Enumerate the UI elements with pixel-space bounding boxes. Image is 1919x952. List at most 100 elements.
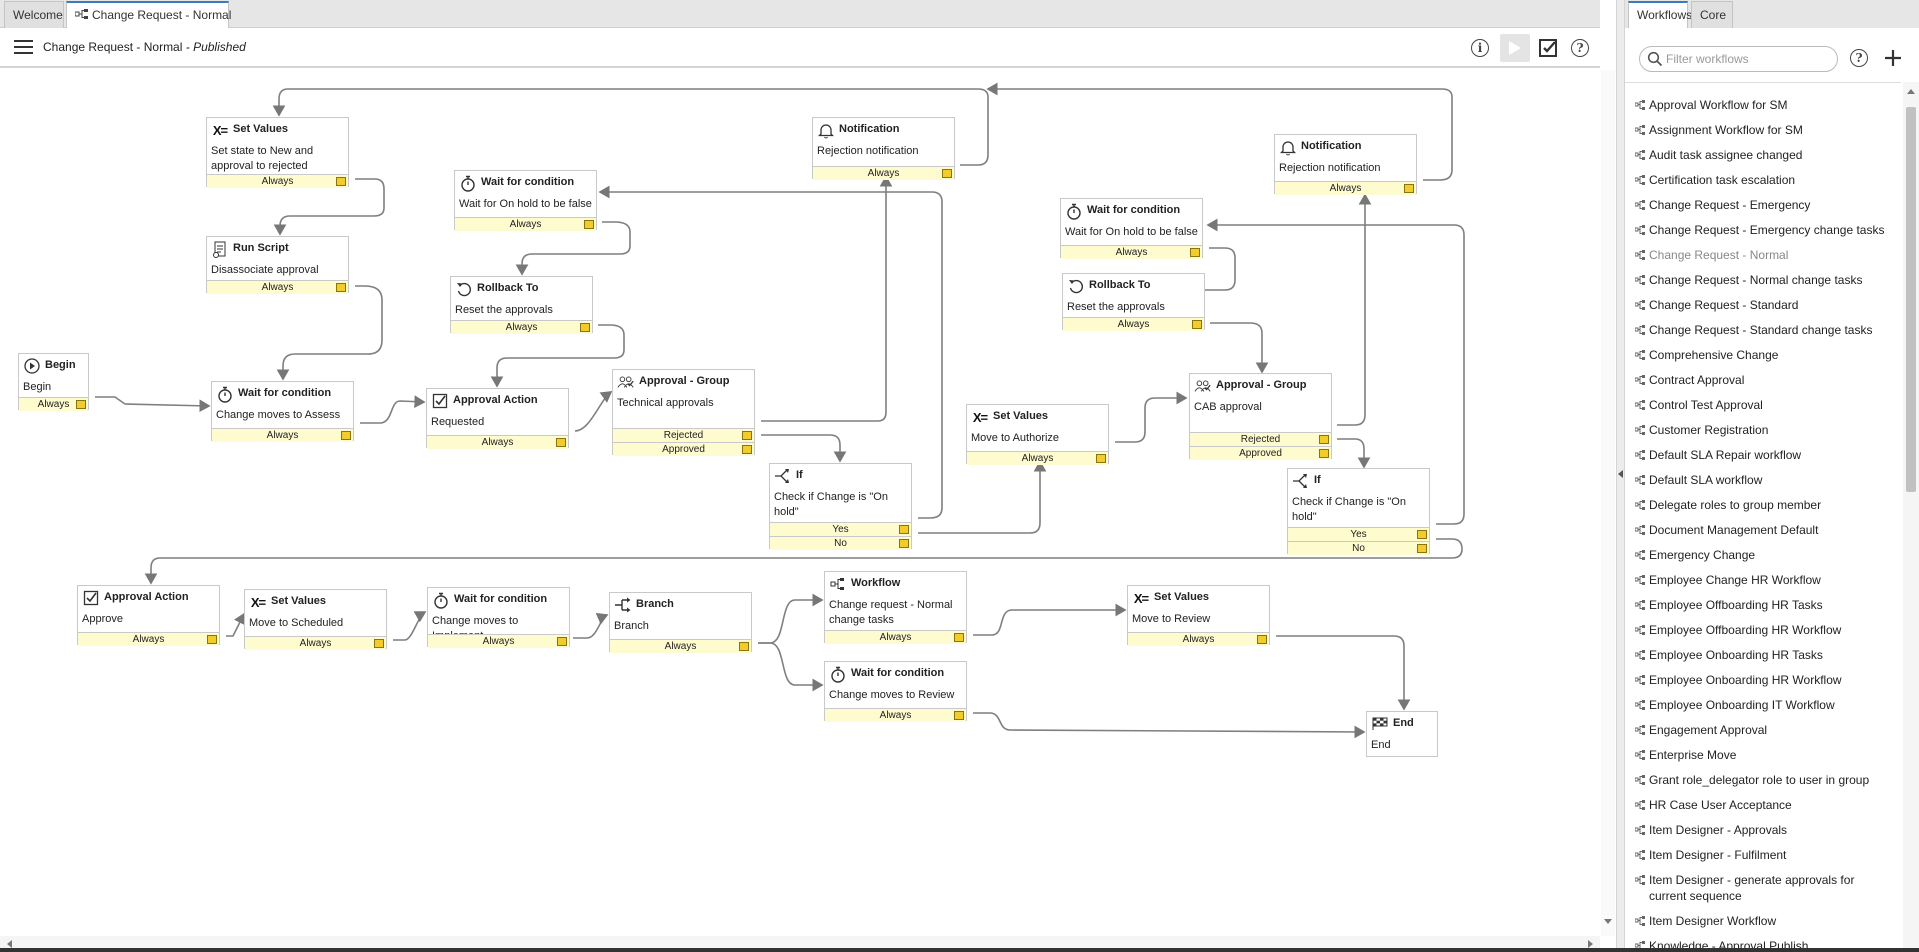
exit-port[interactable] [556,438,566,447]
workflow-list-item[interactable]: Item Designer - Approvals [1635,822,1889,838]
workflow-list-item[interactable]: Change Request - Normal [1635,247,1889,263]
exit-port[interactable] [1190,248,1200,257]
workflow-list-item[interactable]: Contract Approval [1635,372,1889,388]
exit-port[interactable] [742,431,752,440]
exit-port[interactable] [742,445,752,454]
exit-port[interactable] [1319,449,1329,458]
scroll-right-icon[interactable] [1584,938,1596,950]
scroll-down-icon[interactable] [1602,915,1614,927]
workflow-list-item[interactable]: Change Request - Standard [1635,297,1889,313]
panel-splitter[interactable] [1616,0,1625,952]
exit-port[interactable] [374,639,384,648]
exit-port[interactable] [899,539,909,548]
scroll-left-icon[interactable] [4,938,16,950]
exit-port[interactable] [1257,635,1267,644]
exit-port[interactable] [207,635,217,644]
exit-port[interactable] [557,637,567,646]
collapse-arrow-icon[interactable] [1618,470,1624,478]
workflow-list-item[interactable]: Default SLA workflow [1635,472,1889,488]
workflow-list-item[interactable]: Enterprise Move [1635,747,1889,763]
workflow-list-item[interactable]: Change Request - Standard change tasks [1635,322,1889,338]
filter-workflows-input[interactable] [1666,51,1831,67]
scrollbar-thumb[interactable] [1906,107,1916,492]
exit-port[interactable] [954,711,964,720]
workflow-list-item[interactable]: Default SLA Repair workflow [1635,447,1889,463]
help-button[interactable]: ? [1568,36,1592,60]
exit-port[interactable] [739,642,749,651]
palette-help-button[interactable]: ? [1847,46,1871,70]
workflow-list-item[interactable]: Employee Onboarding HR Tasks [1635,647,1889,663]
scroll-up-icon[interactable] [1905,86,1917,98]
exit-port[interactable] [1404,184,1414,193]
workflow-list-item[interactable]: Certification task escalation [1635,172,1889,188]
workflow-list-item[interactable]: Employee Offboarding HR Workflow [1635,622,1889,638]
run-button[interactable] [1500,34,1530,62]
menu-icon[interactable] [14,40,33,55]
workflow-list-item[interactable]: Employee Change HR Workflow [1635,572,1889,588]
exit-port[interactable] [1319,435,1329,444]
new-workflow-button[interactable] [1881,46,1905,70]
workflow-list-item[interactable]: Employee Onboarding HR Workflow [1635,672,1889,688]
workflow-list-item[interactable]: Change Request - Emergency [1635,197,1889,213]
exit-port[interactable] [1096,454,1106,463]
info-button[interactable]: i [1468,36,1492,60]
exit-port[interactable] [76,400,86,409]
workflow-list-item[interactable]: Audit task assignee changed [1635,147,1889,163]
exit-port[interactable] [954,633,964,642]
workflow-list-scrollbar[interactable] [1903,82,1919,952]
workflow-list-item[interactable]: Customer Registration [1635,422,1889,438]
workflow-list-item[interactable]: Engagement Approval [1635,722,1889,738]
workflow-list-item[interactable]: Change Request - Emergency change tasks [1635,222,1889,238]
tab-change-request-normal[interactable]: Change Request - Normal [66,1,231,28]
validate-button[interactable] [1536,36,1560,60]
workflow-list-item[interactable]: Comprehensive Change [1635,347,1889,363]
workflow-list-item[interactable]: Assignment Workflow for SM [1635,122,1889,138]
workflow-list-item[interactable]: HR Case User Acceptance [1635,797,1889,813]
workflow-list-item[interactable]: Approval Workflow for SM [1635,97,1889,113]
tab-workflows[interactable]: Workflows [1628,1,1692,28]
workflow-list-item[interactable]: Employee Onboarding IT Workflow [1635,697,1889,713]
exit-port[interactable] [1417,544,1427,553]
tab-core[interactable]: Core [1691,1,1733,28]
exit-port[interactable] [341,431,351,440]
workflow-list-item[interactable]: Document Management Default [1635,522,1889,538]
workflow-list-item[interactable]: Employee Offboarding HR Tasks [1635,597,1889,613]
exit-port[interactable] [1192,320,1202,329]
exit-port[interactable] [942,169,952,178]
workflow-list-item[interactable]: Emergency Change [1635,547,1889,563]
workflow-list-item[interactable]: Control Test Approval [1635,397,1889,413]
exit-port[interactable] [899,525,909,534]
workflow-list-item[interactable]: Item Designer - Fulfilment [1635,847,1889,863]
canvas-vertical-scrollbar[interactable] [1601,70,1615,936]
exit-port[interactable] [1417,530,1427,539]
workflow-list-item[interactable]: Item Designer - generate approvals for c… [1635,872,1889,904]
workflow-list-item[interactable]: Change Request - Normal change tasks [1635,272,1889,288]
exit-port[interactable] [336,177,346,186]
tab-welcome[interactable]: Welcome [4,1,64,28]
exit-port[interactable] [336,283,346,292]
workflow-list-item[interactable]: Grant role_delegator role to user in gro… [1635,772,1889,788]
